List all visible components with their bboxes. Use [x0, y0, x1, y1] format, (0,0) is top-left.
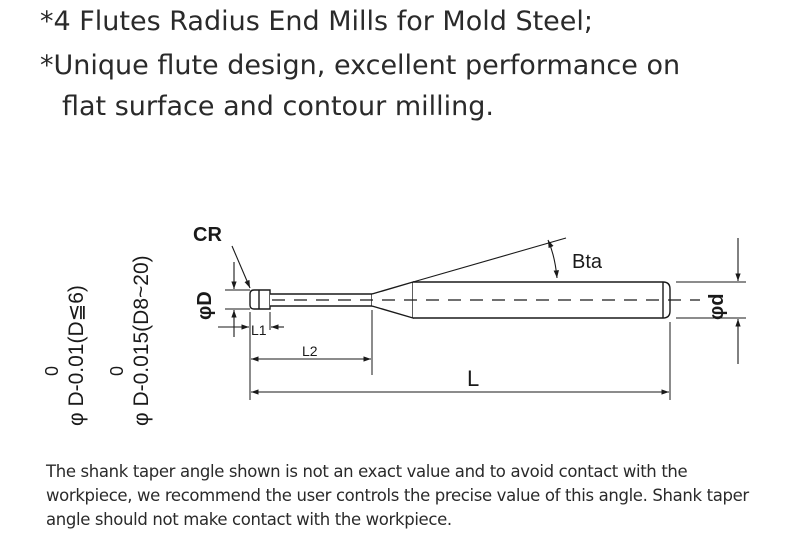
heading-line-3: flat surface and contour milling. [62, 91, 494, 122]
l2-label: L2 [302, 343, 318, 359]
bta-label: Bta [572, 251, 603, 273]
tolerance-small-d: 0 φ D-0.01(D≦6) [42, 285, 88, 426]
tolerance-small-upper: 0 [42, 366, 62, 376]
heading-line-1: *4 Flutes Radius End Mills for Mold Stee… [40, 6, 593, 37]
shank-diameter-dimension [676, 238, 746, 364]
tolerance-small-main: φ D-0.01(D≦6) [65, 285, 88, 426]
extension-lines [249, 310, 671, 400]
tolerance-large-d: 0 φ D-0.015(D8~20) [107, 255, 153, 426]
tolerance-large-upper: 0 [107, 366, 127, 376]
cr-label: CR [193, 224, 222, 246]
tool-body [249, 281, 671, 319]
heading-line-2: *Unique flute design, excellent performa… [40, 50, 681, 81]
phi-d-label: φd [706, 293, 728, 320]
tolerance-large-main: φ D-0.015(D8~20) [130, 255, 153, 426]
taper-angle-dimension [412, 237, 567, 283]
l-label: L [467, 366, 479, 391]
l1-label: L1 [251, 322, 267, 338]
phi-D-label: φD [194, 291, 216, 320]
head-diameter-dimension [225, 262, 250, 337]
cutting-head [249, 289, 271, 310]
taper-angle-note: The shank taper angle shown is not an ex… [46, 462, 749, 529]
